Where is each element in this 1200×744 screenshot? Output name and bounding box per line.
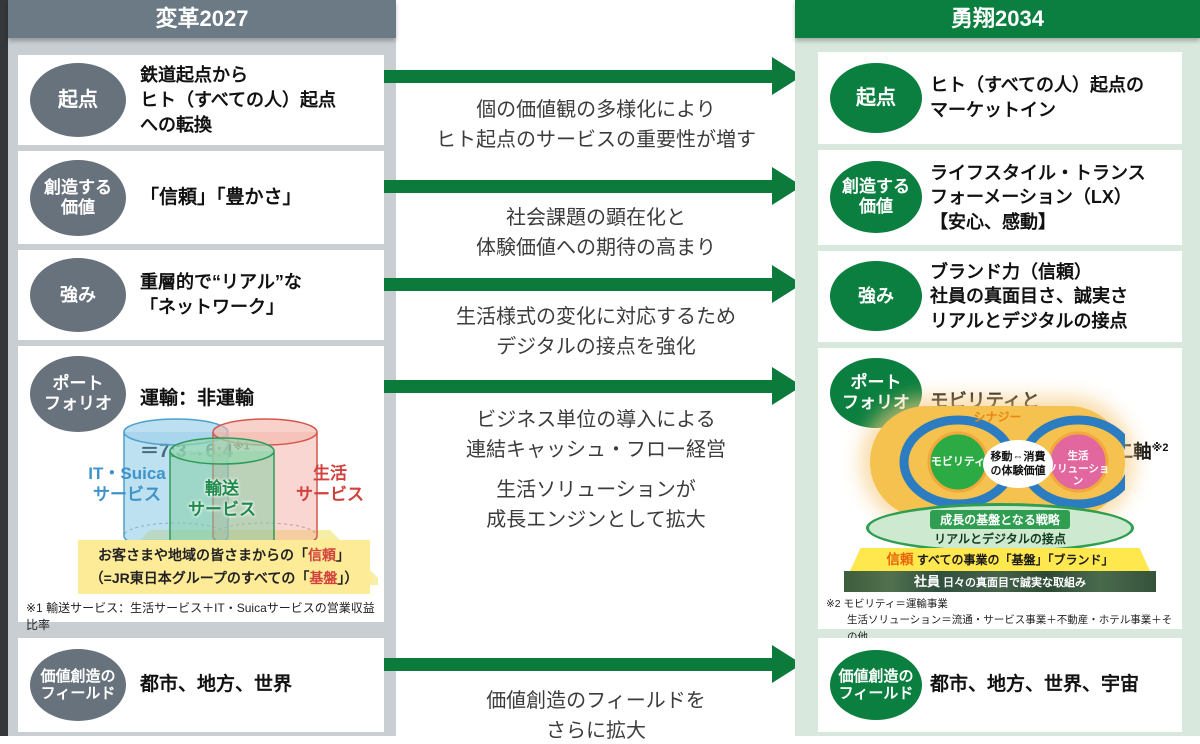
experience-value-ellipse — [983, 440, 1053, 488]
value-badge-left: 創造する 価値 — [30, 160, 126, 236]
right-row-portfolio: ポート フォリオ モビリティと 生活ソリューションの二軸※2 シナジー モビリテ… — [818, 348, 1182, 643]
label-it-suica-service: IT・Suica サービス — [88, 464, 166, 505]
header-henkaku2027: 変革2027 — [8, 0, 396, 38]
origin-badge-left: 起点 — [30, 63, 126, 137]
right-field-text: 都市、地方、世界、宇宙 — [930, 673, 1140, 695]
experience-value-label: 移動⇔消費 の体験価値 — [990, 451, 1046, 477]
label-seikatsu-service: 生活 サービス — [296, 464, 364, 505]
note-value: 社会課題の顕在化と 体験価値への期待の高まり — [476, 207, 716, 259]
value-badge-right: 創造する 価値 — [830, 161, 922, 233]
left-origin-text: 鉄道起点から ヒト（すべての人）起点 への転換 — [140, 64, 337, 135]
note-field: 価値創造のフィールドを さらに拡大 — [486, 690, 706, 742]
footnote2-line1: ※2 モビリティ＝運輸事業 — [826, 598, 948, 610]
trust-line1-accent: 信頼 — [308, 547, 336, 563]
left-row-portfolio: ポート フォリオ 運輸：非運輸 ＝7:3→6:4※1 IT・Suica サービス… — [18, 346, 384, 632]
arrow-strength — [384, 265, 804, 303]
field-badge-right: 価値創造の フィールド — [830, 650, 922, 720]
left-strength-text: 重層的で“リアル”な 「ネットワーク」 — [140, 272, 302, 317]
arrow-field — [384, 645, 804, 683]
field-badge-left-label: 価値創造の フィールド — [40, 667, 116, 702]
trust-accent: 信頼 — [886, 552, 914, 567]
trust-line2-accent: 基盤 — [309, 570, 338, 587]
page-left-edge — [0, 0, 8, 736]
footnote2-text: ※2 モビリティ＝運輸事業 生活ソリューション＝流通・サービス事業＋不動産・ホテ… — [826, 596, 1182, 645]
right-row-field: 価値創造の フィールド 都市、地方、世界、宇宙 — [818, 638, 1182, 732]
right-strength-text: ブランド力（信頼） 社員の真面目さ、誠実さ リアルとデジタルの接点 — [930, 261, 1128, 331]
portfolio-badge-right-label: ポート フォリオ — [842, 373, 910, 412]
right-portfolio-heading-line1: モビリティと — [930, 389, 1040, 411]
left-portfolio-heading-line1: 運輸：非運輸 — [140, 388, 255, 410]
trust-foundation-note: お客さまや地域の皆さまからの「信頼」 （=JR東日本グループのすべての「基盤」） — [78, 540, 370, 595]
left-row-field: 価値創造の フィールド 都市、地方、世界 — [18, 638, 384, 732]
left-row-origin: 起点 鉄道起点から ヒト（すべての人）起点 への転換 — [18, 55, 384, 145]
mobility-label: モビリティ — [930, 456, 986, 468]
staff-band: 社員 日々の真面目で誠実な取組み — [844, 571, 1156, 592]
strength-badge-left-label: 強み — [60, 284, 96, 305]
trust-base-band: 信頼 すべての事業の「基盤」「ブランド」 — [850, 548, 1150, 571]
header-yusho2034: 勇翔2034 — [795, 0, 1200, 38]
trust-line1-pre: お客さまや地域の皆さまからの「 — [98, 547, 308, 563]
trust-line2-post: 」） — [337, 570, 359, 587]
note-origin: 個の価値観の多様化により ヒト起点のサービスの重要性が増す — [436, 99, 756, 151]
life-solution-label: 生活 ソリューション — [1046, 450, 1110, 488]
arrow-value — [384, 167, 804, 205]
origin-badge-right: 起点 — [830, 63, 922, 133]
left-field-text: 都市、地方、世界 — [140, 673, 293, 695]
arrow-portfolio — [384, 367, 804, 405]
note-portfolio-1: ビジネス単位の導入による 連結キャッシュ・フロー経営 — [466, 409, 726, 461]
note-portfolio-2: 生活ソリューションが 成長エンジンとして拡大 — [486, 479, 706, 531]
infinity-loop-svg — [899, 415, 1125, 509]
label-yuso-service: 輸送 サービス — [188, 479, 256, 520]
staff-accent: 社員 — [913, 574, 940, 589]
trust-line2-pre: （=JR東日本グループのすべての「 — [89, 570, 310, 587]
trust-line1-post: 」 — [336, 547, 350, 563]
value-badge-left-label: 創造する 価値 — [44, 178, 112, 217]
staff-text: 日々の真面目で誠実な取組み — [943, 577, 1087, 589]
left-value-text: 「信頼」「豊かさ」 — [140, 186, 302, 208]
growth-strategy-platform: 成長の基盤となる戦略 リアルとデジタルの接点 — [866, 503, 1134, 553]
portfolio-badge-left: ポート フォリオ — [30, 356, 126, 432]
origin-badge-right-label: 起点 — [856, 86, 896, 109]
right-row-value: 創造する 価値 ライフスタイル・トランス フォーメーション（LX） 【安心、感動… — [818, 150, 1182, 245]
synergy-label: シナジー — [973, 410, 1022, 424]
origin-badge-left-label: 起点 — [58, 88, 98, 111]
strength-badge-right: 強み — [830, 261, 922, 331]
field-badge-right-label: 価値創造の フィールド — [838, 667, 914, 702]
synergy-loop-graphic: シナジー モビリティ 生活 ソリューション 移動⇔消費 の体験価値 — [870, 406, 1125, 518]
value-badge-right-label: 創造する 価値 — [842, 177, 910, 216]
footnote1-text: ※1 輸送サービス：生活サービス＋IT・Suicaサービスの営業収益比率 — [26, 601, 375, 632]
portfolio-badge-left-label: ポート フォリオ — [44, 374, 112, 413]
footnote2-mark: ※2 — [1151, 441, 1169, 454]
right-row-origin: 起点 ヒト（すべての人）起点の マーケットイン — [818, 52, 1182, 144]
real-digital-contact-label: リアルとデジタルの接点 — [934, 532, 1066, 546]
note-strength: 生活様式の変化に対応するため デジタルの接点を強化 — [456, 306, 736, 358]
field-badge-left: 価値創造の フィールド — [30, 649, 126, 721]
left-row-strength: 強み 重層的で“リアル”な 「ネットワーク」 — [18, 250, 384, 340]
right-row-strength: 強み ブランド力（信頼） 社員の真面目さ、誠実さ リアルとデジタルの接点 — [818, 251, 1182, 342]
arrow-origin — [384, 57, 804, 95]
strength-badge-left: 強み — [30, 258, 126, 332]
strength-badge-right-label: 強み — [858, 285, 894, 306]
growth-strategy-band: 成長の基盤となる戦略 — [930, 510, 1070, 529]
left-row-value: 創造する 価値 「信頼」「豊かさ」 — [18, 151, 384, 244]
right-value-text: ライフスタイル・トランス フォーメーション（LX） 【安心、感動】 — [930, 162, 1146, 232]
right-origin-text: ヒト（すべての人）起点の マーケットイン — [930, 75, 1145, 120]
trust-text: すべての事業の「基盤」「ブランド」 — [916, 553, 1114, 567]
